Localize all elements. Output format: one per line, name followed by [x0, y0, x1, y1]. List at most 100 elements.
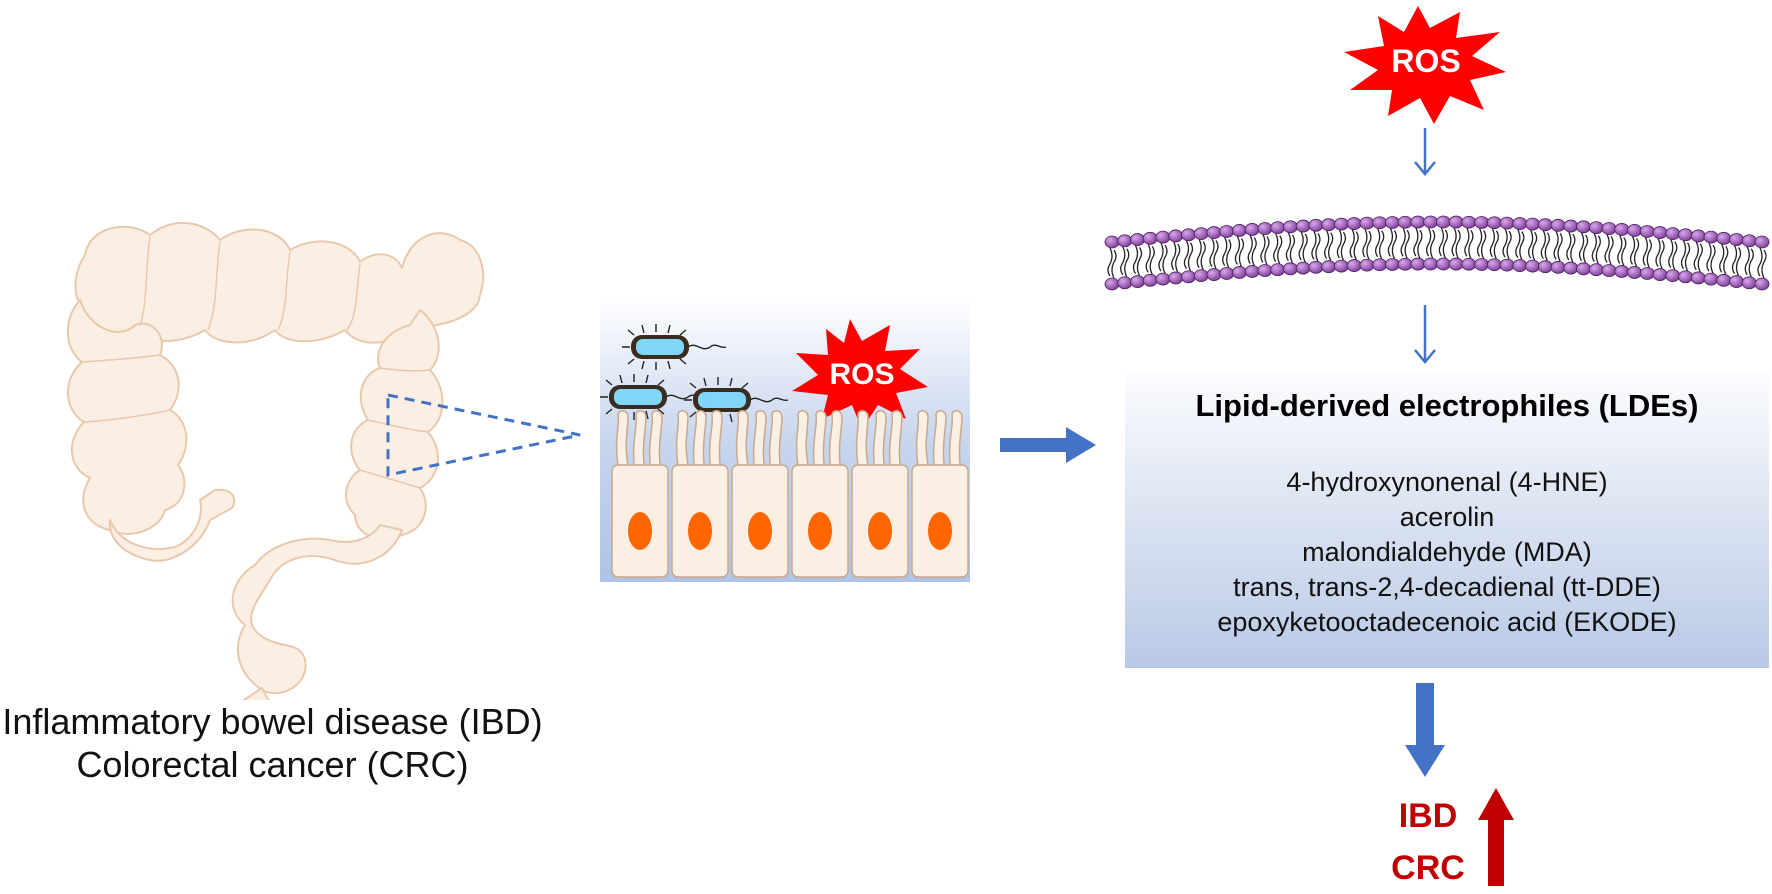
arrow-down-icon: [1414, 128, 1436, 176]
phospholipid-head-top: [1295, 219, 1311, 233]
phospholipid-head-bottom: [1384, 258, 1400, 271]
arrow-down-icon: [1414, 305, 1436, 364]
phospholipid-head-top: [1423, 215, 1439, 229]
phospholipid-head-bottom: [1537, 260, 1553, 274]
phospholipid-head-top: [1181, 228, 1196, 242]
phospholipid-head-top: [1576, 220, 1591, 234]
phospholipid-head-bottom: [1346, 259, 1362, 272]
phospholipid-head-top: [1652, 226, 1668, 239]
phospholipid-head-bottom: [1244, 265, 1260, 278]
colon-caption: Inflammatory bowel disease (IBD) Colorec…: [0, 700, 545, 786]
phospholipid-head-top: [1537, 218, 1553, 232]
phospholipid-head-bottom: [1448, 257, 1464, 271]
lde-box: Lipid-derived electrophiles (LDEs) 4-hyd…: [1125, 372, 1769, 668]
phospholipid-head-top: [1512, 217, 1528, 230]
phospholipid-head-bottom: [1283, 262, 1298, 276]
phospholipid-head-bottom: [1168, 271, 1184, 285]
phospholipid-head-bottom: [1410, 257, 1426, 271]
ros-burst-icon: ROS: [792, 319, 928, 429]
epithelium-panel: ROS: [600, 297, 970, 582]
outcome-ibd: IBD: [1398, 797, 1458, 835]
phospholipid-head-top: [1155, 230, 1171, 244]
phospholipid-head-top: [1729, 233, 1744, 246]
ros-label-middle: ROS: [829, 358, 894, 391]
phospholipid-head-bottom: [1104, 277, 1120, 291]
phospholipid-head-top: [1525, 217, 1540, 231]
phospholipid-head-bottom: [1639, 267, 1655, 280]
zoom-indicator: [386, 393, 581, 477]
phospholipid-head-top: [1193, 227, 1209, 241]
outcome-labels: IBD CRC: [1373, 790, 1483, 894]
outcome-crc: CRC: [1391, 849, 1465, 887]
phospholipid-head-top: [1244, 223, 1260, 236]
caption-ibd: Inflammatory bowel disease (IBD): [2, 701, 543, 742]
phospholipid-head-top: [1486, 216, 1502, 230]
phospholipid-head-top: [1346, 217, 1362, 230]
phospholipid-head-bottom: [1499, 258, 1515, 272]
ros-label-top: ROS: [1391, 43, 1460, 79]
bacteria-group: [600, 324, 789, 423]
phospholipid-head-top: [1690, 229, 1706, 243]
phospholipid-head-top: [1627, 224, 1642, 237]
phospholipid-head-bottom: [1181, 270, 1196, 284]
phospholipid-head-bottom: [1193, 269, 1209, 283]
lde-item: epoxyketooctadecenoic acid (EKODE): [1217, 607, 1677, 637]
bacterium-icon: [600, 374, 705, 420]
phospholipid-head-bottom: [1206, 268, 1222, 281]
phospholipid-head-top: [1359, 216, 1375, 230]
increase-arrow-icon: [1478, 788, 1514, 886]
phospholipid-head-bottom: [1729, 275, 1744, 288]
phospholipid-head-top: [1168, 229, 1184, 243]
phospholipid-head-bottom: [1716, 273, 1732, 287]
phospholipid-head-bottom: [1550, 260, 1566, 274]
phospholipid-head-bottom: [1754, 277, 1770, 291]
phospholipid-head-bottom: [1703, 272, 1719, 286]
phospholipid-head-top: [1206, 226, 1222, 239]
caption-crc: Colorectal cancer (CRC): [76, 744, 469, 785]
phospholipid-head-top: [1410, 215, 1426, 229]
nucleus: [628, 512, 652, 550]
phospholipid-head-top: [1435, 215, 1451, 229]
phospholipid-head-top: [1741, 234, 1757, 248]
phospholipid-head-bottom: [1665, 269, 1681, 283]
phospholipid-head-bottom: [1155, 272, 1171, 286]
phospholipid-head-top: [1232, 224, 1247, 237]
bacterium-icon: [684, 377, 789, 423]
phospholipid-head-top: [1665, 227, 1681, 241]
ros-burst-icon-top: ROS: [1344, 6, 1506, 124]
phospholipid-head-bottom: [1576, 262, 1591, 276]
bacterium-icon: [622, 324, 727, 370]
phospholipid-head-bottom: [1117, 276, 1133, 290]
phospholipid-head-bottom: [1627, 266, 1642, 279]
lipid-bilayer-membrane: [1104, 215, 1770, 291]
phospholipid-head-bottom: [1334, 259, 1349, 273]
phospholipid-head-bottom: [1232, 266, 1247, 279]
phospholipid-head-top: [1321, 218, 1337, 232]
lde-title: Lipid-derived electrophiles (LDEs): [1195, 388, 1699, 423]
phospholipid-head-top: [1397, 215, 1413, 229]
nucleus: [748, 512, 772, 550]
lde-item: malondialdehyde (MDA): [1302, 537, 1592, 567]
phospholipid-head-bottom: [1474, 258, 1490, 271]
phospholipid-head-bottom: [1512, 259, 1528, 272]
phospholipid-head-top: [1639, 225, 1655, 238]
phospholipid-head-bottom: [1359, 258, 1375, 272]
phospholipid-head-top: [1614, 223, 1630, 236]
phospholipid-head-bottom: [1690, 271, 1706, 285]
phospholipid-head-top: [1372, 216, 1388, 230]
nucleus: [688, 512, 712, 550]
phospholipid-head-bottom: [1423, 257, 1439, 271]
phospholipid-head-bottom: [1614, 265, 1630, 278]
phospholipid-head-bottom: [1142, 273, 1158, 287]
phospholipid-head-bottom: [1563, 261, 1579, 275]
colon-illustration: [66, 221, 581, 700]
phospholipid-head-bottom: [1257, 264, 1273, 277]
phospholipid-head-bottom: [1397, 257, 1413, 271]
phospholipid-head-top: [1678, 228, 1693, 242]
arrow-down-thick-icon: [1405, 683, 1445, 777]
phospholipid-head-top: [1270, 221, 1286, 235]
phospholipid-head-top: [1588, 221, 1604, 235]
phospholipid-head-top: [1754, 235, 1770, 249]
epithelial-cells: [611, 410, 969, 578]
lde-list: 4-hydroxynonenal (4-HNE) acerolin malond…: [1125, 465, 1769, 640]
